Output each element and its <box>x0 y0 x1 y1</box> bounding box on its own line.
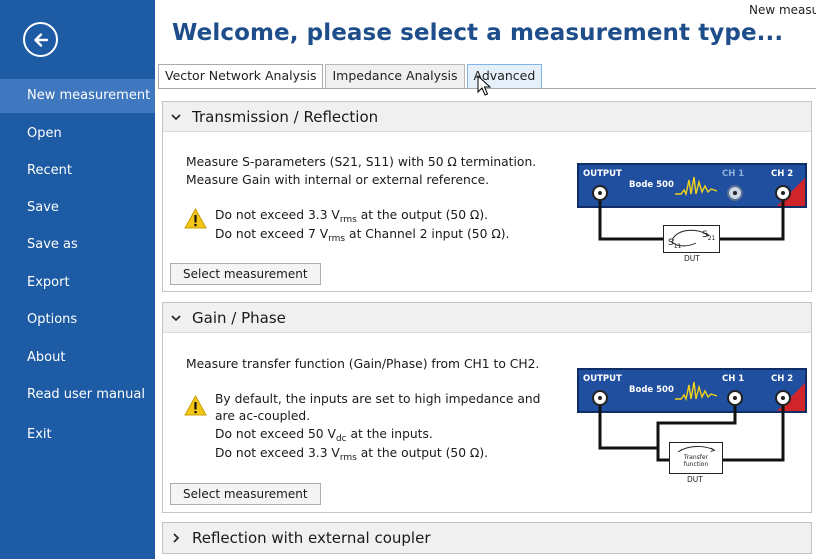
chevron-down-icon <box>171 314 181 321</box>
dut-box: S11 S21 <box>663 225 720 253</box>
ch1-label: CH 1 <box>722 374 745 384</box>
warning-text: Do not exceed 3.3 Vrms at the output (50… <box>215 446 489 463</box>
waveform-icon <box>675 381 717 402</box>
warning-text: Do not exceed 3.3 Vrms at the output (50… <box>215 208 489 225</box>
ch2-label: CH 2 <box>771 169 794 179</box>
ch2-port <box>775 390 791 406</box>
section-header-gain-phase[interactable]: Gain / Phase <box>163 303 811 333</box>
output-label: OUTPUT <box>583 374 622 384</box>
device-label: Bode 500 <box>629 385 674 395</box>
arrow-left-icon <box>33 32 48 47</box>
sidebar-item-save[interactable]: Save <box>27 200 59 215</box>
select-measurement-button[interactable]: Select measurement <box>170 483 321 505</box>
warning-text: Do not exceed 7 Vrms at Channel 2 input … <box>215 227 510 244</box>
description-line: Measure S-parameters (S21, S11) with 50 … <box>186 155 537 169</box>
output-port <box>592 185 608 201</box>
description-line: Measure Gain with internal or external r… <box>186 173 490 187</box>
ch1-label: CH 1 <box>722 169 745 179</box>
wires <box>598 201 785 241</box>
description-line: Measure transfer function (Gain/Phase) f… <box>186 357 540 371</box>
warning-text: Do not exceed 50 Vdc at the inputs. <box>215 427 433 444</box>
device-bar: OUTPUT Bode 500 CH 1 CH 2 <box>577 163 807 208</box>
warning-icon <box>184 208 207 229</box>
section-transmission-reflection: Transmission / Reflection Measure S-para… <box>162 101 812 292</box>
tab-vector-network-analysis[interactable]: Vector Network Analysis <box>158 64 324 89</box>
warning-text: are ac-coupled. <box>215 409 311 423</box>
window-title: New measu <box>749 3 816 17</box>
sidebar-item-about[interactable]: About <box>27 350 66 365</box>
section-header-reflection-external[interactable]: Reflection with external coupler <box>163 523 811 553</box>
device-label: Bode 500 <box>629 180 674 190</box>
section-gain-phase: Gain / Phase Measure transfer function (… <box>162 302 812 513</box>
back-button[interactable] <box>23 22 58 57</box>
ch2-label: CH 2 <box>771 374 794 384</box>
tab-impedance-analysis[interactable]: Impedance Analysis <box>325 64 465 88</box>
section-title: Gain / Phase <box>192 308 286 327</box>
select-measurement-button[interactable]: Select measurement <box>170 263 321 285</box>
page-title: Welcome, please select a measurement typ… <box>172 20 784 46</box>
s-parameter-arrows <box>670 229 710 247</box>
ch1-port <box>727 390 743 406</box>
section-reflection-external-coupler: Reflection with external coupler <box>162 522 812 554</box>
sidebar-item-options[interactable]: Options <box>27 312 78 327</box>
sidebar-item-exit[interactable]: Exit <box>27 427 52 442</box>
sidebar: New measurement Open Recent Save Save as… <box>0 0 155 559</box>
warning-icon <box>184 395 207 416</box>
connection-diagram: OUTPUT Bode 500 CH 1 CH 2 <box>577 368 809 484</box>
chevron-right-icon <box>173 533 180 543</box>
ch2-port <box>775 185 791 201</box>
sidebar-item-open[interactable]: Open <box>27 126 62 141</box>
section-title: Transmission / Reflection <box>192 107 379 126</box>
output-label: OUTPUT <box>583 169 622 179</box>
sidebar-item-new-measurement[interactable]: New measurement <box>0 79 155 113</box>
dut-box: Transfer function <box>669 442 723 474</box>
wires <box>598 406 785 462</box>
transfer-arrow <box>677 446 716 453</box>
section-header-transmission[interactable]: Transmission / Reflection <box>163 102 811 132</box>
sidebar-item-export[interactable]: Export <box>27 275 70 290</box>
sidebar-item-save-as[interactable]: Save as <box>27 237 78 252</box>
dut-label: DUT <box>684 254 700 263</box>
connection-diagram: OUTPUT Bode 500 CH 1 CH 2 <box>577 163 809 263</box>
output-port <box>592 390 608 406</box>
waveform-icon <box>675 176 717 197</box>
sidebar-item-read-user-manual[interactable]: Read user manual <box>27 387 145 402</box>
tab-divider <box>158 88 816 89</box>
warning-text: By default, the inputs are set to high i… <box>215 392 541 406</box>
tab-bar: Vector Network Analysis Impedance Analys… <box>158 64 544 89</box>
section-title: Reflection with external coupler <box>192 529 431 547</box>
mouse-cursor-icon <box>477 75 491 96</box>
device-bar: OUTPUT Bode 500 CH 1 CH 2 <box>577 368 807 413</box>
dut-label: DUT <box>687 475 703 484</box>
ch1-port <box>727 185 743 201</box>
chevron-down-icon <box>171 113 181 120</box>
sidebar-item-recent[interactable]: Recent <box>27 163 72 178</box>
